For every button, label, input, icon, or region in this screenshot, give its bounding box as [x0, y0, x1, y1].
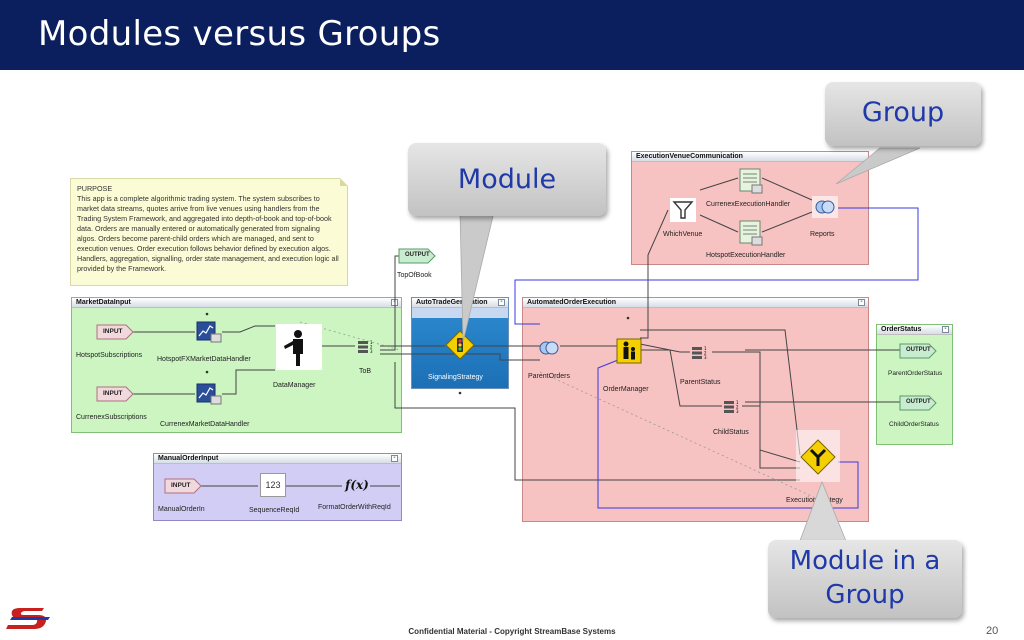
merge-circles-icon[interactable]: [812, 196, 838, 218]
svg-text:2: 2: [736, 405, 739, 410]
node-hotspot-subscriptions[interactable]: HotspotSubscriptions: [76, 352, 143, 359]
node-format-order[interactable]: FormatOrderWithReqId: [318, 504, 391, 511]
node-parent-order-status[interactable]: ParentOrderStatus: [888, 370, 943, 377]
company-logo: [6, 608, 50, 629]
group-automated-order-execution[interactable]: AutomatedOrderExecution -: [522, 297, 869, 522]
node-child-order-status[interactable]: ChildOrderStatus: [889, 421, 939, 428]
callout-module-in-group-line1: Module in a: [789, 546, 941, 576]
footer-copyright: Confidential Material - Copyright Stream…: [408, 627, 616, 636]
svg-text:3: 3: [370, 349, 373, 354]
group-order-status[interactable]: OrderStatus -: [876, 324, 953, 445]
chart-handler-icon[interactable]: [196, 383, 222, 405]
group-title: ExecutionVenueCommunication: [636, 153, 743, 160]
svg-text:3: 3: [736, 409, 739, 414]
svg-text:3: 3: [704, 355, 707, 360]
node-manual-order-in[interactable]: ManualOrderIn: [158, 506, 205, 513]
node-currenex-handler[interactable]: CurrenexMarketDataHandler: [160, 421, 250, 428]
input-tag-label: INPUT: [171, 482, 191, 489]
output-tag-icon[interactable]: [899, 394, 939, 412]
svg-text:2: 2: [370, 345, 373, 350]
slide-title: Modules versus Groups: [38, 14, 441, 54]
group-title: AutoTradeGeneration: [416, 299, 488, 306]
parent-child-icon[interactable]: [616, 338, 642, 364]
input-tag-label: INPUT: [103, 390, 123, 397]
chart-handler-icon[interactable]: [196, 321, 222, 343]
list-split-icon[interactable]: 1 2 3: [356, 340, 378, 354]
group-title: ManualOrderInput: [158, 455, 219, 462]
title-bar: Modules versus Groups: [0, 0, 1024, 70]
node-which-venue[interactable]: WhichVenue: [663, 231, 703, 238]
node-sequence-req-id[interactable]: SequenceReqId: [249, 507, 300, 514]
node-currenex-execution-handler[interactable]: CurrenexExecutionHandler: [706, 201, 791, 208]
note-heading: PURPOSE: [77, 184, 113, 193]
callout-module-in-group: Module in a Group: [768, 540, 962, 618]
group-title: OrderStatus: [881, 326, 922, 333]
input-tag-label: INPUT: [103, 328, 123, 335]
filter-funnel-icon[interactable]: [670, 198, 696, 222]
output-tag-label: OUTPUT: [405, 252, 430, 258]
svg-text:1: 1: [736, 400, 739, 405]
node-child-status[interactable]: ChildStatus: [713, 429, 749, 436]
node-hotspot-fx-handler[interactable]: HotspotFXMarketDataHandler: [157, 356, 251, 363]
list-split-icon[interactable]: 1 2 3: [722, 400, 744, 414]
collapse-icon[interactable]: -: [942, 326, 949, 333]
group-title: MarketDataInput: [76, 299, 131, 306]
purpose-note: PURPOSE This app is a complete algorithm…: [70, 178, 348, 286]
svg-text:2: 2: [704, 351, 707, 356]
callout-module-text: Module: [457, 164, 557, 195]
note-body: This app is a complete algorithmic tradi…: [77, 194, 339, 273]
list-split-icon[interactable]: 1 2 3: [690, 346, 712, 360]
callout-group-text: Group: [861, 97, 945, 128]
input-tag-hotspot[interactable]: [96, 323, 134, 341]
callout-module-in-group-line2: Group: [825, 580, 905, 610]
node-signaling-strategy[interactable]: SignalingStrategy: [428, 374, 483, 381]
svg-text:1: 1: [704, 346, 707, 351]
node-tob[interactable]: ToB: [359, 368, 372, 375]
traffic-light-icon[interactable]: [445, 330, 475, 360]
function-icon-text: f(x): [345, 478, 369, 492]
collapse-icon[interactable]: -: [858, 299, 865, 306]
sequence-icon-text: 123: [265, 480, 281, 490]
function-icon[interactable]: f(x): [343, 474, 371, 496]
output-tag-label: OUTPUT: [906, 347, 931, 353]
person-pointing-icon[interactable]: [276, 324, 322, 370]
document-handler-icon[interactable]: [738, 168, 764, 194]
node-hotspot-execution-handler[interactable]: HotspotExecutionHandler: [706, 252, 786, 259]
document-handler-icon[interactable]: [738, 220, 764, 246]
callout-group: Group: [825, 82, 981, 146]
node-data-manager[interactable]: DataManager: [273, 382, 316, 389]
group-market-data-input[interactable]: MarketDataInput-: [71, 297, 402, 433]
output-tag-label: OUTPUT: [906, 399, 931, 405]
input-tag-currenex[interactable]: [96, 385, 134, 403]
node-top-of-book[interactable]: TopOfBook: [397, 272, 432, 279]
svg-text:1: 1: [370, 340, 373, 345]
output-tag-icon[interactable]: [899, 342, 939, 360]
node-reports[interactable]: Reports: [810, 231, 835, 238]
node-order-manager[interactable]: OrderManager: [603, 386, 649, 393]
node-execution-strategy[interactable]: ExecutionStrategy: [786, 497, 843, 504]
fork-diamond-icon[interactable]: [796, 430, 840, 482]
sequence-icon[interactable]: 123: [260, 473, 286, 497]
merge-circles-icon[interactable]: [538, 339, 560, 357]
input-tag-manual[interactable]: [164, 477, 202, 495]
node-parent-status[interactable]: ParentStatus: [680, 379, 721, 386]
node-parent-orders[interactable]: ParentOrders: [528, 373, 571, 380]
collapse-icon[interactable]: -: [498, 299, 505, 306]
output-tag-icon[interactable]: [398, 247, 438, 265]
node-currenex-subscriptions[interactable]: CurrenexSubscriptions: [76, 414, 147, 421]
collapse-icon[interactable]: -: [391, 455, 398, 462]
group-title: AutomatedOrderExecution: [527, 299, 617, 306]
page-number: 20: [986, 625, 999, 637]
callout-module: Module: [408, 143, 606, 216]
